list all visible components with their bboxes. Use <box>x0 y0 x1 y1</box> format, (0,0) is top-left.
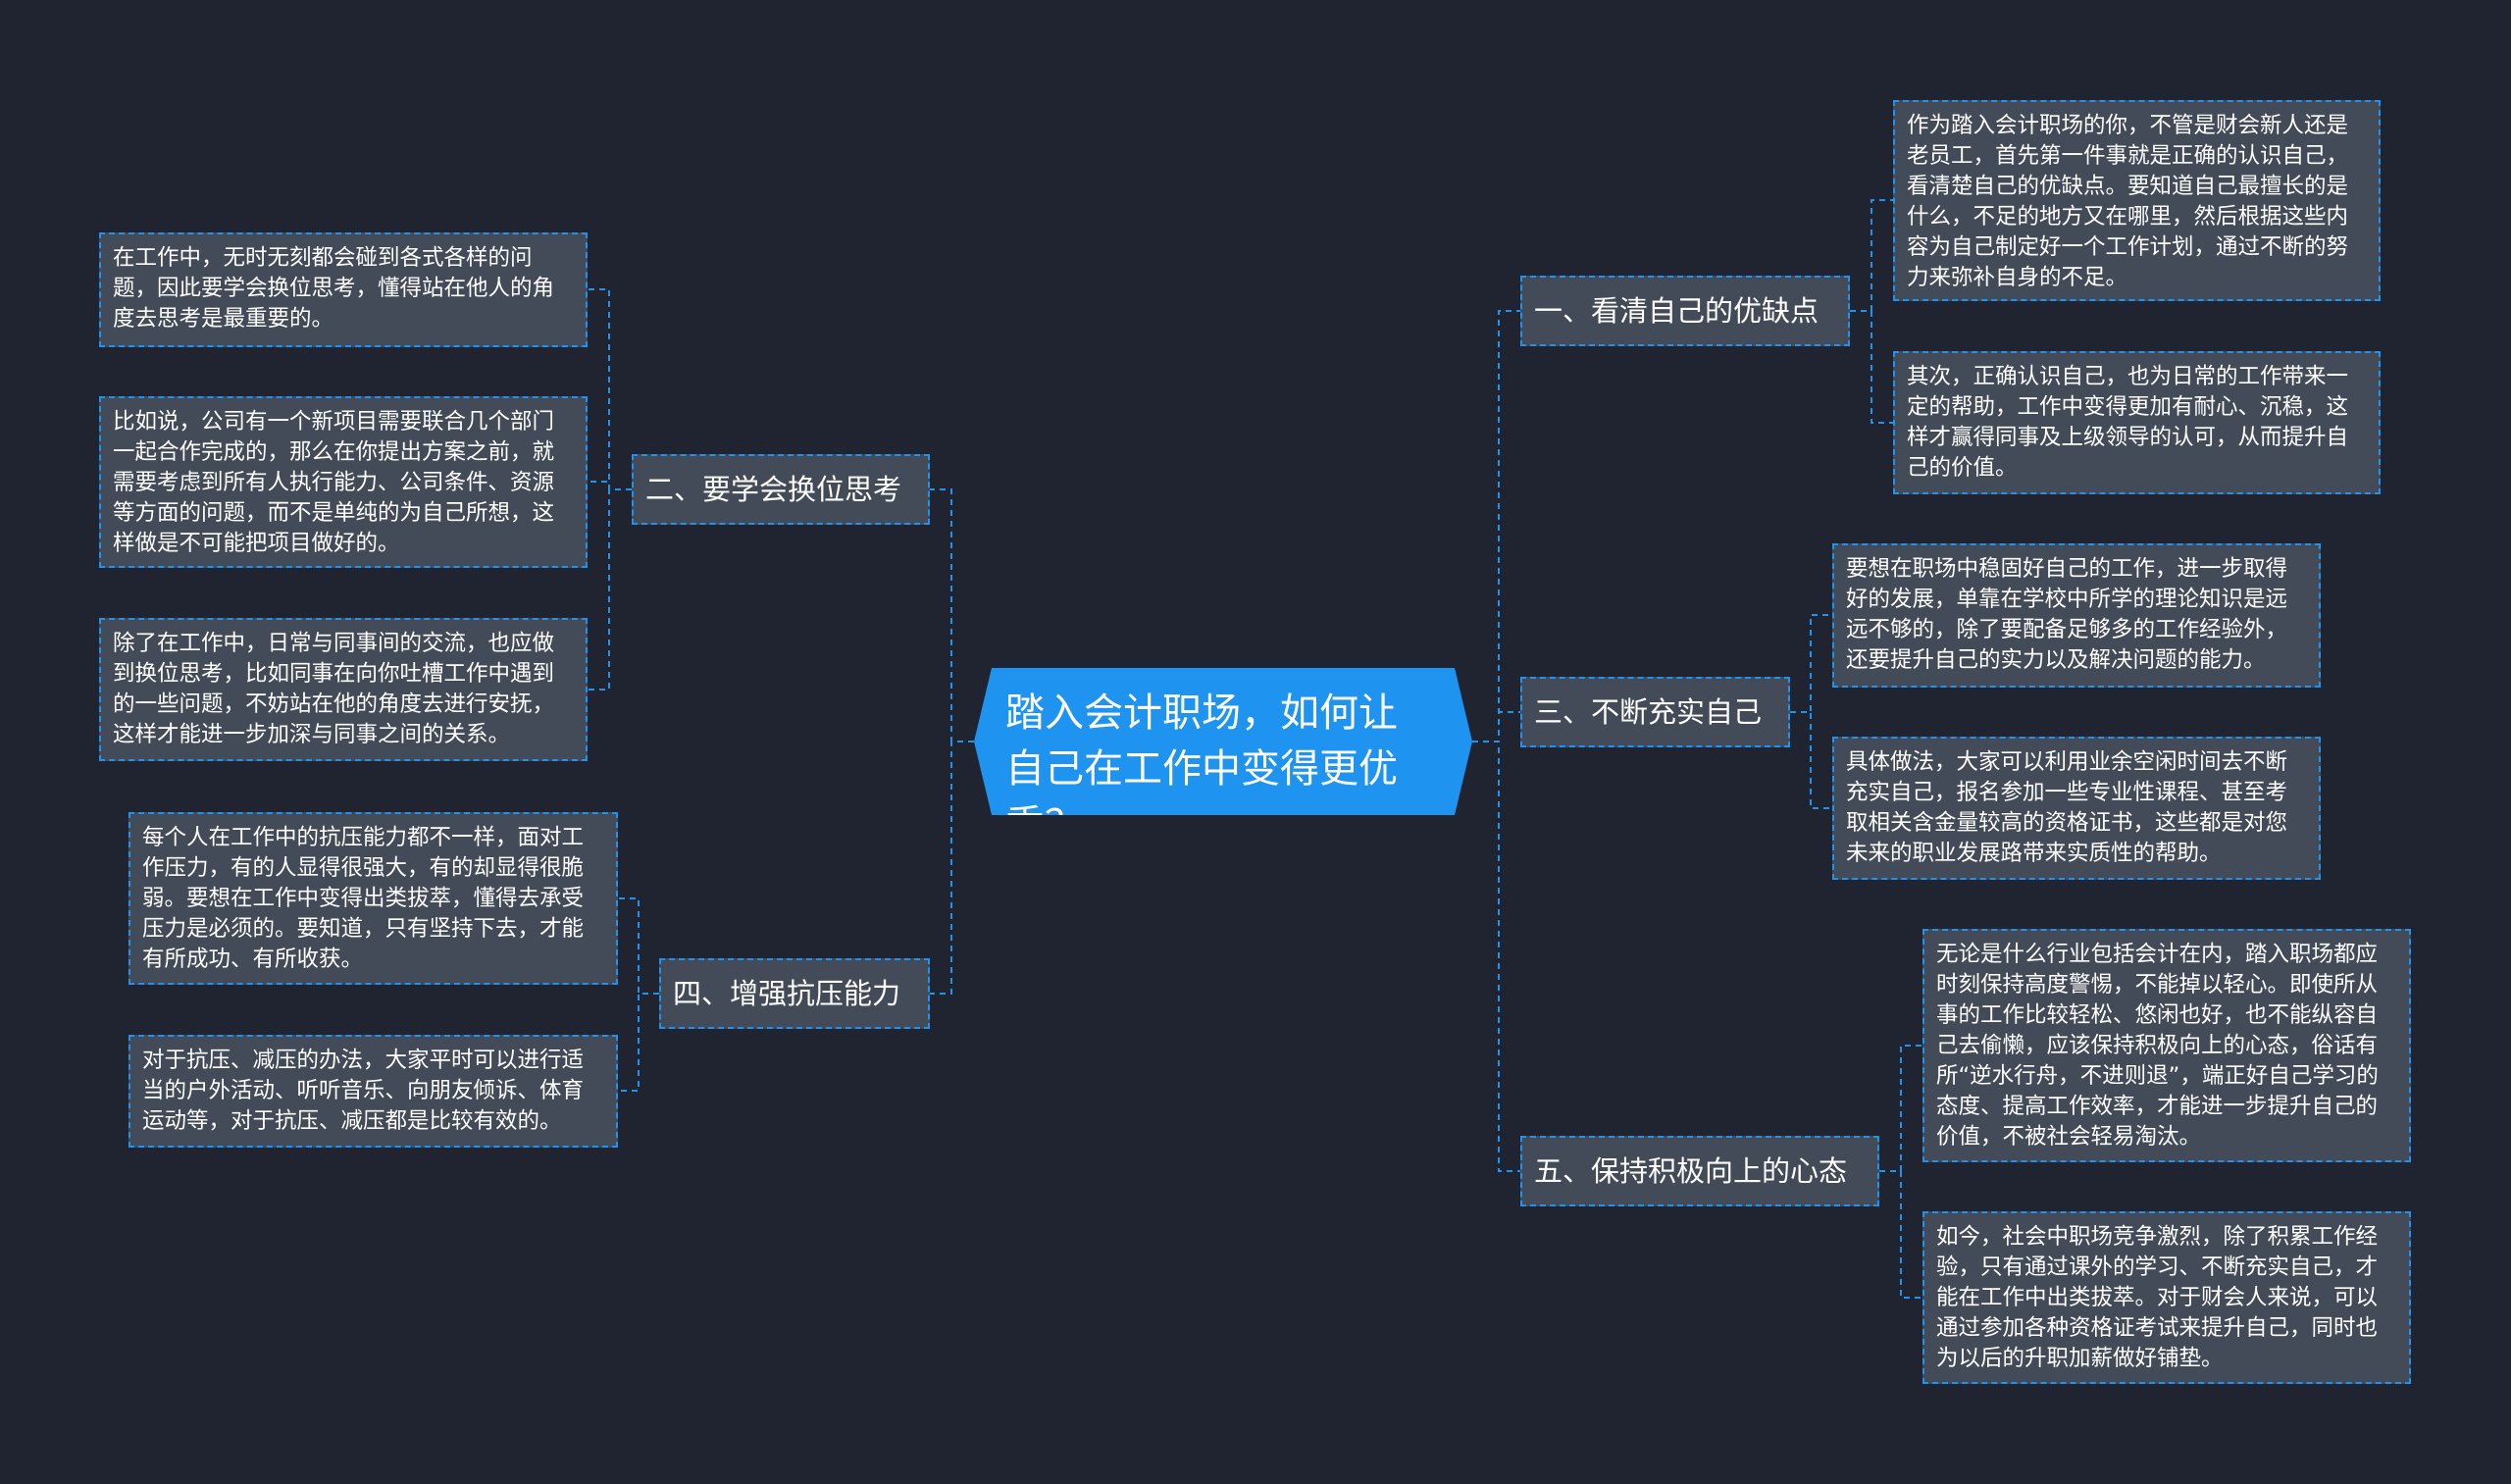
connector-left-branch-1-leaf-0 <box>618 897 659 995</box>
branch-5-detail-1[interactable]: 无论是什么行业包括会计在内，踏入职场都应时刻保持高度警惕，不能掉以轻心。即使所从… <box>1922 929 2411 1162</box>
connector-center-left-1 <box>930 488 974 742</box>
connector-branch-0-leaf-0 <box>1850 199 1893 312</box>
connector-branch-1-leaf-0 <box>1790 614 1832 713</box>
connector-branch-2-leaf-1 <box>1879 1170 1922 1299</box>
branch-2-detail-1[interactable]: 在工作中，无时无刻都会碰到各式各样的问题，因此要学会换位思考，懂得站在他人的角度… <box>99 232 588 347</box>
connector-left-branch-0-leaf-0 <box>588 288 632 490</box>
connector-center-left-2 <box>930 741 974 995</box>
branch-4-topic[interactable]: 四、增强抗压能力 <box>659 958 930 1029</box>
branch-4-detail-2[interactable]: 对于抗压、减压的办法，大家平时可以进行适当的户外活动、听听音乐、向朋友倾诉、体育… <box>128 1035 618 1148</box>
branch-2-topic[interactable]: 二、要学会换位思考 <box>632 454 930 525</box>
branch-5-topic[interactable]: 五、保持积极向上的心态 <box>1520 1136 1879 1206</box>
connector-branch-0-leaf-1 <box>1850 310 1893 424</box>
connector-center-right-3 <box>1472 741 1520 1172</box>
central-topic[interactable]: 踏入会计职场，如何让自己在工作中变得更优秀？ <box>974 668 1472 815</box>
branch-1-topic[interactable]: 一、看清自己的优缺点 <box>1520 276 1850 346</box>
connector-left-branch-0-leaf-1 <box>588 481 632 490</box>
connector-center-right-1 <box>1472 310 1520 742</box>
connector-center-right-2 <box>1472 711 1520 742</box>
branch-3-detail-2[interactable]: 具体做法，大家可以利用业余空闲时间去不断充实自己，报名参加一些专业性课程、甚至考… <box>1832 737 2321 880</box>
connector-branch-1-leaf-1 <box>1790 711 1832 809</box>
branch-2-detail-3[interactable]: 除了在工作中，日常与同事间的交流，也应做到换位思考，比如同事在向你吐槽工作中遇到… <box>99 618 588 761</box>
connector-branch-2-leaf-0 <box>1879 1045 1922 1172</box>
branch-1-detail-2[interactable]: 其次，正确认识自己，也为日常的工作带来一定的帮助，工作中变得更加有耐心、沉稳，这… <box>1893 351 2381 494</box>
branch-3-detail-1[interactable]: 要想在职场中稳固好自己的工作，进一步取得好的发展，单靠在学校中所学的理论知识是远… <box>1832 543 2321 688</box>
branch-2-detail-2[interactable]: 比如说，公司有一个新项目需要联合几个部门一起合作完成的，那么在你提出方案之前，就… <box>99 396 588 568</box>
connector-left-branch-1-leaf-1 <box>618 993 659 1092</box>
branch-4-detail-1[interactable]: 每个人在工作中的抗压能力都不一样，面对工作压力，有的人显得很强大，有的却显得很脆… <box>128 812 618 985</box>
connector-left-branch-0-leaf-2 <box>588 488 632 691</box>
branch-5-detail-2[interactable]: 如今，社会中职场竞争激烈，除了积累工作经验，只有通过课外的学习、不断充实自己，才… <box>1922 1211 2411 1384</box>
branch-3-topic[interactable]: 三、不断充实自己 <box>1520 677 1790 747</box>
branch-1-detail-1[interactable]: 作为踏入会计职场的你，不管是财会新人还是老员工，首先第一件事就是正确的认识自己，… <box>1893 100 2381 301</box>
